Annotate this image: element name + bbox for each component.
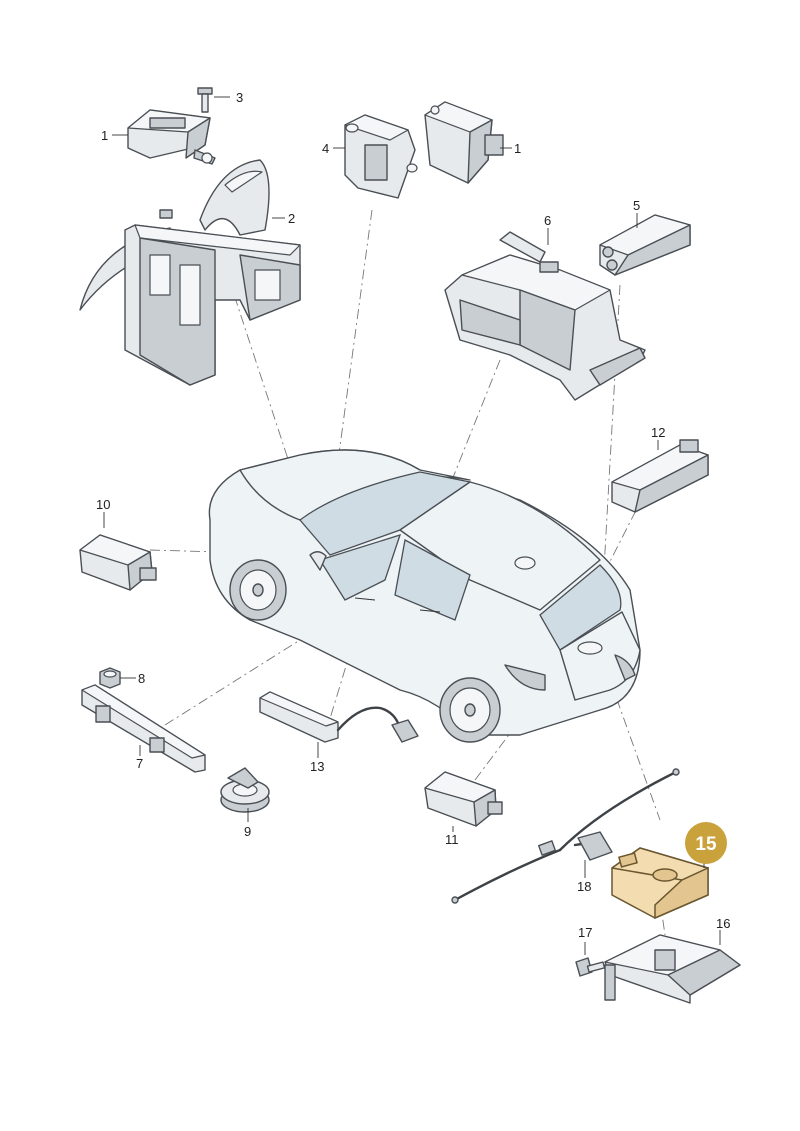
part-10-antenna-amplifier (79, 534, 157, 591)
callout-label-6: 6 (544, 213, 551, 228)
callout-label-3: 3 (236, 90, 243, 105)
callout-label-10: 10 (96, 497, 110, 512)
part-4-bracket-plate (344, 114, 418, 199)
part-7-bar-antenna (81, 684, 206, 773)
part-9-disc-component (220, 767, 270, 813)
callout-label-5: 5 (633, 198, 640, 213)
part-18-cable-harness (451, 768, 680, 904)
callout-label-1a: 1 (101, 128, 108, 143)
part-15-highlighted-control-unit (611, 847, 709, 920)
part-12-antenna-module (611, 439, 709, 513)
callout-leaders (103, 96, 721, 955)
part-2-mounting-bracket (79, 159, 301, 386)
front-wheel (439, 677, 501, 743)
part-1-control-module-left (127, 109, 216, 165)
vehicle-illustration (208, 449, 641, 743)
part-13-sensor-with-cable (259, 691, 419, 743)
part-1-control-module-right (424, 101, 504, 184)
callout-label-4: 4 (322, 141, 329, 156)
part-8-nut (99, 667, 121, 689)
callout-label-7: 7 (136, 756, 143, 771)
part-17-bolt (575, 957, 606, 977)
callout-label-13: 13 (310, 759, 324, 774)
callout-label-1b: 1 (514, 141, 521, 156)
callout-label-12: 12 (651, 425, 665, 440)
callout-label-2: 2 (288, 211, 295, 226)
part-3-screw (197, 87, 213, 113)
part-5-small-module (599, 214, 691, 276)
callout-label-18: 18 (577, 879, 591, 894)
callout-label-17: 17 (578, 925, 592, 940)
highlight-badge-label: 15 (695, 834, 717, 855)
callout-label-8: 8 (138, 671, 145, 686)
part-6-tray (444, 231, 646, 401)
part-11-module (424, 771, 503, 827)
part-16-mounting-bracket (604, 934, 741, 1004)
highlight-badge-circle (685, 822, 727, 864)
callout-label-9: 9 (244, 824, 251, 839)
highlight-badge-15: 15 (685, 822, 727, 864)
callout-label-16: 16 (716, 916, 730, 931)
rear-wheel (229, 559, 287, 621)
callout-label-11: 11 (445, 832, 459, 847)
